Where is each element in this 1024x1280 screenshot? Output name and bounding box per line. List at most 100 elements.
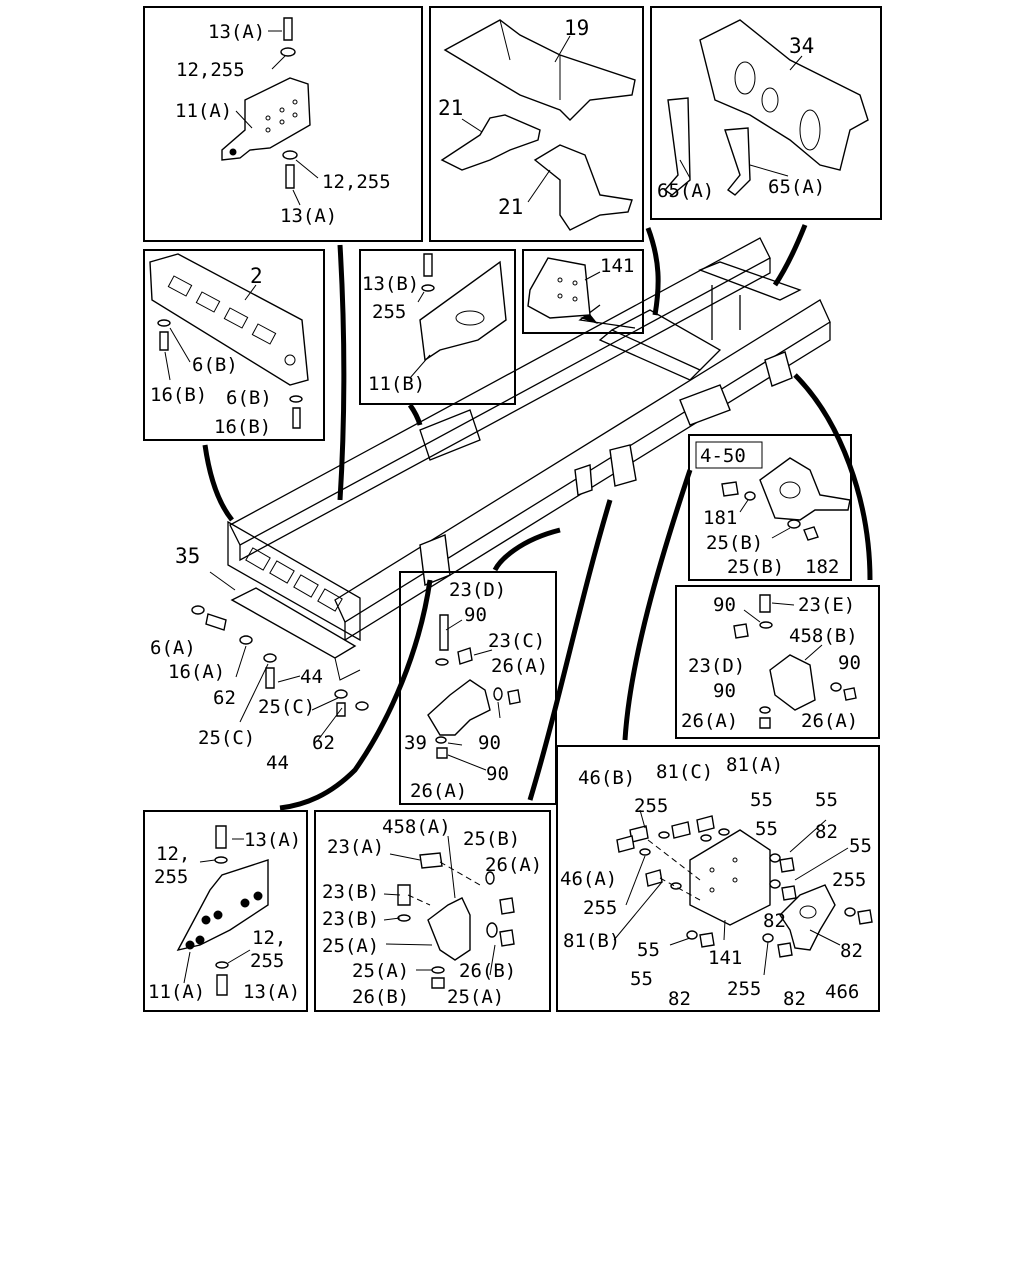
callout-label: 46(A) bbox=[560, 868, 617, 890]
callout-label: 12,255 bbox=[176, 59, 245, 81]
panel-left-mid: 2 6(B) 16(B) 6(B) 16(B) bbox=[143, 249, 325, 441]
callout-label: 181 bbox=[703, 507, 737, 529]
callout-label: 6(B) bbox=[192, 354, 238, 376]
front-crossmember-parts: 35 6(A) 16(A) 62 44 25(C) 25(C) 62 44 bbox=[150, 544, 369, 774]
callout-label: 12, bbox=[252, 927, 286, 949]
callout-label: 90 bbox=[464, 604, 487, 626]
callout-label: 25(B) bbox=[727, 556, 784, 578]
callout-label: 255 bbox=[832, 869, 866, 891]
callout-label: 65(A) bbox=[657, 180, 714, 202]
callout-label: 23(B) bbox=[322, 881, 379, 903]
callout-label: 55 bbox=[849, 835, 872, 857]
callout-label: 82 bbox=[840, 940, 863, 962]
callout-label: 13(B) bbox=[362, 273, 419, 295]
callout-label: 13(A) bbox=[244, 829, 301, 851]
callout-label: 12, bbox=[156, 843, 190, 865]
panel-bottom-left: 12, 255 13(A) 12, 255 11(A) 13(A) bbox=[143, 810, 308, 1012]
callout-label: 23(C) bbox=[488, 630, 545, 652]
callout-label: 458(A) bbox=[382, 816, 451, 838]
callout-label: 23(D) bbox=[449, 579, 506, 601]
panel-top-right: 34 65(A) 65(A) bbox=[650, 6, 882, 220]
callout-label: 25(C) bbox=[258, 696, 315, 718]
callout-label: 25(A) bbox=[352, 960, 409, 982]
panel-mid-small: 13(B) 255 11(B) bbox=[359, 249, 516, 405]
callout-label: 90 bbox=[838, 652, 861, 674]
callout-label: 2 bbox=[250, 264, 263, 288]
callout-label: 62 bbox=[312, 732, 335, 754]
callout-label: 182 bbox=[805, 556, 839, 578]
callout-label: 46(B) bbox=[578, 767, 635, 789]
callout-label: 26(B) bbox=[352, 986, 409, 1008]
panel-bottom-mid: 458(A) 23(A) 25(B) 26(A) 23(B) 23(B) 25(… bbox=[314, 810, 551, 1012]
callout-label: 82 bbox=[815, 821, 838, 843]
callout-label: 55 bbox=[630, 968, 653, 990]
callout-label: 11(A) bbox=[148, 981, 205, 1003]
callout-label: 90 bbox=[478, 732, 501, 754]
callout-label: 19 bbox=[564, 16, 589, 40]
callout-label: 458(B) bbox=[789, 625, 858, 647]
callout-label: 13(A) bbox=[208, 21, 265, 43]
callout-label: 16(A) bbox=[168, 661, 225, 683]
callout-label: 25(A) bbox=[322, 935, 379, 957]
callout-label: 23(D) bbox=[688, 655, 745, 677]
callout-label: 255 bbox=[372, 301, 406, 323]
callout-label: 81(A) bbox=[726, 754, 783, 776]
callout-label: 12,255 bbox=[322, 171, 391, 193]
callout-label: 55 bbox=[637, 939, 660, 961]
callout-label: 255 bbox=[250, 950, 284, 972]
callout-label: 25(B) bbox=[463, 828, 520, 850]
callout-label: 141 bbox=[708, 947, 742, 969]
callout-label: 141 bbox=[600, 255, 634, 277]
callout-label: 25(B) bbox=[706, 532, 763, 554]
callout-label: 23(B) bbox=[322, 908, 379, 930]
callout-label: 26(A) bbox=[801, 710, 858, 732]
callout-label: 255 bbox=[583, 897, 617, 919]
panel-top-left: 13(A) 12,255 11(A) 12,255 13(A) bbox=[143, 6, 423, 242]
callout-label: 81(C) bbox=[656, 761, 713, 783]
callout-label: 466 bbox=[825, 981, 859, 1003]
callout-label: 23(A) bbox=[327, 836, 384, 858]
callout-label: 90 bbox=[486, 763, 509, 785]
callout-label: 44 bbox=[266, 752, 289, 774]
callout-label: 65(A) bbox=[768, 176, 825, 198]
callout-label: 55 bbox=[815, 789, 838, 811]
callout-label: 25(A) bbox=[447, 986, 504, 1008]
panel-4-50: 4-50 181 25(B) 25(B) 182 bbox=[688, 434, 852, 581]
callout-label: 55 bbox=[755, 818, 778, 840]
callout-label: 82 bbox=[783, 988, 806, 1010]
callout-label: 11(B) bbox=[368, 373, 425, 395]
callout-label: 255 bbox=[154, 866, 188, 888]
callout-label: 35 bbox=[175, 544, 200, 568]
callout-label: 16(B) bbox=[214, 416, 271, 438]
callout-label: 21 bbox=[498, 195, 523, 219]
callout-label: 6(B) bbox=[226, 387, 272, 409]
callout-label: 44 bbox=[300, 666, 323, 688]
callout-label: 4-50 bbox=[700, 445, 746, 467]
callout-label: 90 bbox=[713, 594, 736, 616]
callout-label: 55 bbox=[750, 789, 773, 811]
callout-label: 26(A) bbox=[410, 780, 467, 802]
callout-label: 11(A) bbox=[175, 100, 232, 122]
callout-label: 34 bbox=[789, 34, 814, 58]
callout-label: 255 bbox=[634, 795, 668, 817]
panel-bracket-right: 90 23(E) 458(B) 23(D) 90 90 26(A) 26(A) bbox=[675, 585, 880, 739]
callout-label: 39 bbox=[404, 732, 427, 754]
callout-label: 81(B) bbox=[563, 930, 620, 952]
callout-label: 25(C) bbox=[198, 727, 255, 749]
callout-label: 82 bbox=[763, 910, 786, 932]
callout-label: 13(A) bbox=[280, 205, 337, 227]
callout-label: 82 bbox=[668, 988, 691, 1010]
callout-label: 6(A) bbox=[150, 637, 196, 659]
callout-label: 16(B) bbox=[150, 384, 207, 406]
callout-label: 23(E) bbox=[798, 594, 855, 616]
callout-label: 26(B) bbox=[459, 960, 516, 982]
panel-top-mid: 19 21 21 bbox=[429, 6, 644, 242]
callout-label: 26(A) bbox=[485, 854, 542, 876]
callout-label: 255 bbox=[727, 978, 761, 1000]
callout-label: 90 bbox=[713, 680, 736, 702]
callout-label: 62 bbox=[213, 687, 236, 709]
callout-label: 21 bbox=[438, 96, 463, 120]
panel-center: 23(D) 90 23(C) 26(A) 39 90 90 26(A) bbox=[399, 571, 557, 805]
callout-label: 13(A) bbox=[243, 981, 300, 1003]
